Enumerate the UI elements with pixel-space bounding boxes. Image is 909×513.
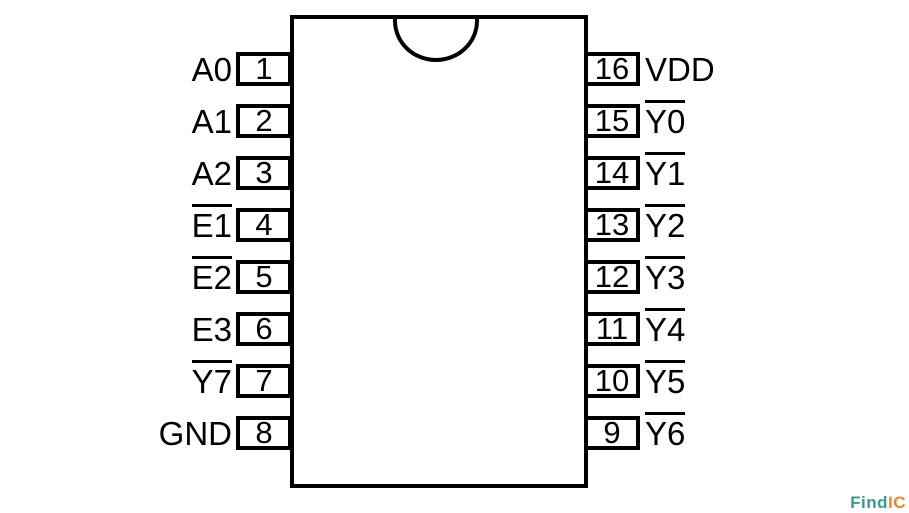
- pin-row-7: Y7 7: [0, 359, 292, 398]
- pin-number: 7: [255, 362, 273, 398]
- pin-label: Y7: [191, 359, 232, 398]
- pin-row-9: 9 Y6: [584, 411, 686, 450]
- chip-body: [290, 15, 588, 488]
- pin-row-2: A1 2: [0, 104, 292, 138]
- pin-box: 6: [236, 312, 292, 346]
- pin-label: VDD: [645, 50, 715, 88]
- pin-box: 13: [584, 208, 640, 242]
- findic-logo-ic: IC: [888, 493, 906, 512]
- pin-row-5: E2 5: [0, 255, 292, 294]
- pin-label: A0: [191, 50, 232, 88]
- pin-box: 15: [584, 104, 640, 138]
- pin-row-4: E1 4: [0, 203, 292, 242]
- pin-row-13: 13 Y2: [584, 203, 686, 242]
- pin-label: Y3: [645, 255, 686, 294]
- pin-box: 12: [584, 260, 640, 294]
- pin-row-11: 11 Y4: [584, 307, 686, 346]
- pin-label: Y4: [645, 307, 686, 346]
- pin-box: 1: [236, 52, 292, 86]
- pin-label: Y5: [645, 359, 686, 398]
- pin-box: 2: [236, 104, 292, 138]
- pin-row-6: E3 6: [0, 312, 292, 346]
- pin-row-3: A2 3: [0, 156, 292, 190]
- pin-box: 5: [236, 260, 292, 294]
- pin-number: 15: [594, 102, 630, 138]
- pin-label: A2: [191, 154, 232, 192]
- pin-number: 9: [603, 414, 621, 450]
- findic-logo-find: Find: [850, 493, 888, 512]
- pin-number: 5: [255, 258, 273, 294]
- pin-box: 4: [236, 208, 292, 242]
- pin-row-10: 10 Y5: [584, 359, 686, 398]
- pin-number: 13: [594, 206, 630, 242]
- pin-number: 8: [255, 414, 273, 450]
- pin-box: 16: [584, 52, 640, 86]
- pin-number: 11: [595, 310, 629, 346]
- pin-label: E3: [191, 310, 232, 348]
- pin-label: Y0: [645, 99, 686, 138]
- pin-box: 9: [584, 416, 640, 450]
- pin-number: 1: [255, 50, 273, 86]
- pin-box: 8: [236, 416, 292, 450]
- pin-row-8: GND 8: [0, 416, 292, 450]
- pin-label: A1: [191, 102, 232, 140]
- pin-label: GND: [158, 414, 232, 452]
- pin-number: 16: [594, 50, 630, 86]
- pin-box: 10: [584, 364, 640, 398]
- pin-row-15: 15 Y0: [584, 99, 686, 138]
- pin-number: 12: [594, 258, 630, 294]
- pin-number: 2: [255, 102, 273, 138]
- pin-number: 10: [594, 362, 630, 398]
- pin-label: E2: [191, 255, 232, 294]
- pin-box: 14: [584, 156, 640, 190]
- pin-box: 11: [584, 312, 640, 346]
- pin-box: 7: [236, 364, 292, 398]
- pin-number: 3: [255, 154, 273, 190]
- pin-number: 4: [255, 206, 273, 242]
- pin-row-12: 12 Y3: [584, 255, 686, 294]
- pin-number: 14: [594, 154, 630, 190]
- pin-row-16: 16 VDD: [584, 52, 715, 86]
- pin-label: Y6: [645, 411, 686, 450]
- pin-box: 3: [236, 156, 292, 190]
- findic-logo: FindIC: [850, 494, 906, 511]
- pin-row-14: 14 Y1: [584, 151, 686, 190]
- pin-label: Y2: [645, 203, 686, 242]
- pin-row-1: A0 1: [0, 52, 292, 86]
- pin-number: 6: [255, 310, 273, 346]
- pin-label: Y1: [645, 151, 686, 190]
- pin-label: E1: [191, 203, 232, 242]
